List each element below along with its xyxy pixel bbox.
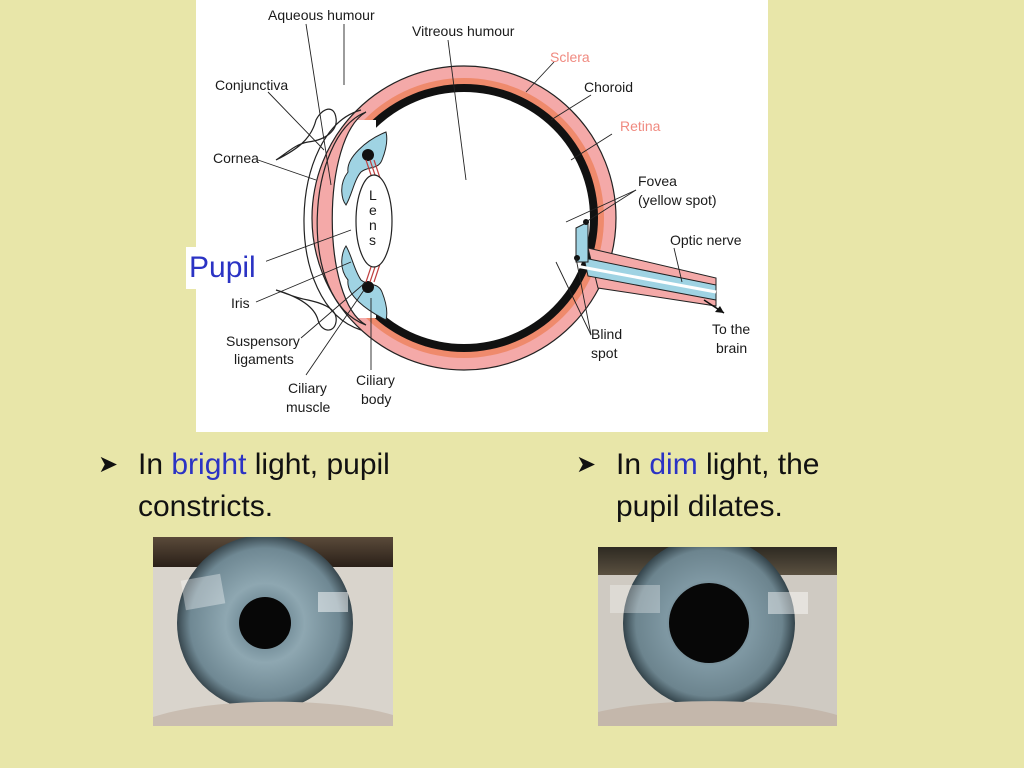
bullet-text: In bright light, pupil constricts. xyxy=(138,444,390,528)
lens xyxy=(355,174,393,268)
label-aqueous-humour: Aqueous humour xyxy=(268,7,375,23)
lower-eyelid xyxy=(275,289,337,331)
label-iris: Iris xyxy=(231,295,250,311)
label-cornea: Cornea xyxy=(213,150,259,166)
label-muscle: muscle xyxy=(286,399,331,415)
blind-spot-dot xyxy=(574,255,580,261)
lens-letter-s: s xyxy=(369,232,376,248)
optic-nerve-center xyxy=(575,264,717,294)
ciliary-muscle-upper xyxy=(362,149,374,161)
label-to-the: To the xyxy=(712,321,750,337)
bullet-prefix: In xyxy=(616,448,650,481)
label-sclera: Sclera xyxy=(550,49,590,65)
label-retina: Retina xyxy=(620,118,661,134)
label-vitreous-humour: Vitreous humour xyxy=(412,23,515,39)
label-conjunctiva: Conjunctiva xyxy=(215,77,288,93)
leader-lines xyxy=(255,23,683,376)
label-ciliary-muscle: Ciliary xyxy=(288,380,327,396)
label-brain: brain xyxy=(716,340,747,356)
cornea-shape xyxy=(316,111,367,326)
bullet-highlight-dim: dim xyxy=(649,448,698,481)
bullet-suffix: light, the xyxy=(697,448,820,481)
bullet-arrow-icon: ➤ xyxy=(98,451,119,478)
bullet-bright-light: ➤ In bright light, pupil constricts. xyxy=(98,444,478,534)
bullet-text: In dim light, the pupil dilates. xyxy=(616,444,819,528)
lens-letter-l: L xyxy=(369,187,377,203)
eye-anatomy-diagram: L e n s Aqueous humou xyxy=(196,0,768,432)
bullet-dim-light: ➤ In dim light, the pupil dilates. xyxy=(576,444,916,534)
label-optic-nerve: Optic nerve xyxy=(670,232,742,248)
label-fovea: Fovea xyxy=(638,173,677,189)
label-body: body xyxy=(361,391,391,407)
bullet-suffix: light, pupil xyxy=(246,448,390,481)
label-choroid: Choroid xyxy=(584,79,633,95)
lens-letter-n: n xyxy=(369,217,377,233)
ciliary-body-upper xyxy=(341,131,388,206)
bullet-prefix: In xyxy=(138,448,172,481)
lens-letter-e: e xyxy=(369,202,377,218)
label-fovea-sub: (yellow spot) xyxy=(638,192,717,208)
pupil xyxy=(669,583,749,663)
ciliary-muscle-lower xyxy=(362,281,374,293)
bullet-line2: constricts. xyxy=(138,490,274,523)
bullet-highlight-bright: bright xyxy=(171,448,247,481)
label-suspensory: Suspensory xyxy=(226,333,300,349)
label-ligaments: ligaments xyxy=(234,351,294,367)
pupil xyxy=(239,597,291,649)
label-blind: Blind xyxy=(591,326,622,342)
pupil-callout-label: Pupil xyxy=(186,247,266,289)
to-brain-arrowhead xyxy=(715,306,724,313)
photo-constricted-pupil xyxy=(153,537,393,726)
vitreous-body xyxy=(338,92,590,344)
label-ciliary-body: Ciliary xyxy=(356,372,395,388)
label-spot: spot xyxy=(591,345,618,361)
bullet-line2: pupil dilates. xyxy=(616,490,783,523)
bullet-arrow-icon: ➤ xyxy=(576,451,597,478)
photo-dilated-pupil xyxy=(598,547,837,726)
